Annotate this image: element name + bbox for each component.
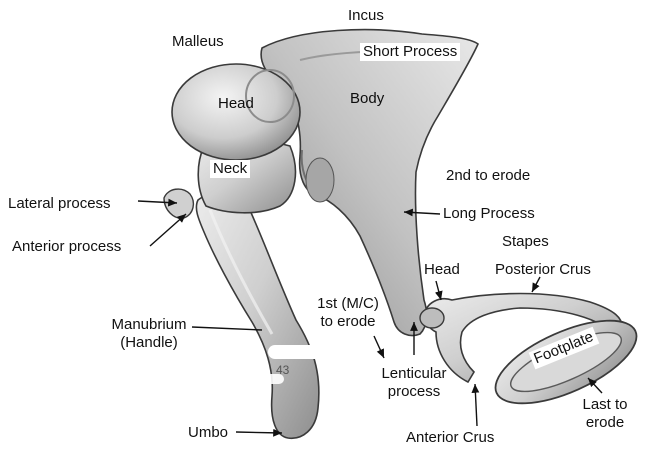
label-manubrium-line2: (Handle) bbox=[102, 334, 196, 352]
label-last-to-erode-line2: erode bbox=[568, 414, 642, 432]
label-lenticular-line2: process bbox=[366, 383, 462, 401]
label-stapes: Stapes bbox=[502, 233, 549, 251]
label-manubrium-line1: Manubrium bbox=[102, 316, 196, 334]
label-first-to-erode: 1st (M/C) to erode bbox=[308, 295, 388, 331]
label-anterior-crus: Anterior Crus bbox=[406, 429, 494, 447]
figure-number: 43 bbox=[276, 361, 289, 379]
label-posterior-crus: Posterior Crus bbox=[495, 261, 591, 279]
label-umbo: Umbo bbox=[188, 424, 228, 442]
label-lenticular-process: Lenticular process bbox=[366, 365, 462, 401]
label-last-to-erode: Last to erode bbox=[568, 396, 642, 432]
label-neck: Neck bbox=[210, 160, 250, 178]
label-malleus-head: Head bbox=[218, 95, 254, 113]
redaction-bar-1 bbox=[268, 345, 346, 359]
label-stapes-head: Head bbox=[424, 261, 460, 279]
label-incus-body: Body bbox=[350, 90, 384, 108]
label-incus: Incus bbox=[348, 7, 384, 25]
label-first-to-erode-line1: 1st (M/C) bbox=[308, 295, 388, 313]
label-short-process: Short Process bbox=[360, 43, 460, 61]
label-lateral-process: Lateral process bbox=[8, 195, 111, 213]
label-second-to-erode: 2nd to erode bbox=[446, 167, 530, 185]
label-manubrium: Manubrium (Handle) bbox=[102, 316, 196, 352]
label-anterior-process: Anterior process bbox=[12, 238, 121, 256]
label-last-to-erode-line1: Last to bbox=[568, 396, 642, 414]
label-malleus: Malleus bbox=[172, 33, 224, 51]
label-lenticular-line1: Lenticular bbox=[366, 365, 462, 383]
label-long-process: Long Process bbox=[443, 205, 535, 223]
redaction-bar-2 bbox=[176, 374, 284, 384]
malleus-handle-shape bbox=[196, 192, 318, 438]
lateral-process-shape bbox=[164, 189, 193, 218]
label-first-to-erode-line2: to erode bbox=[308, 313, 388, 331]
